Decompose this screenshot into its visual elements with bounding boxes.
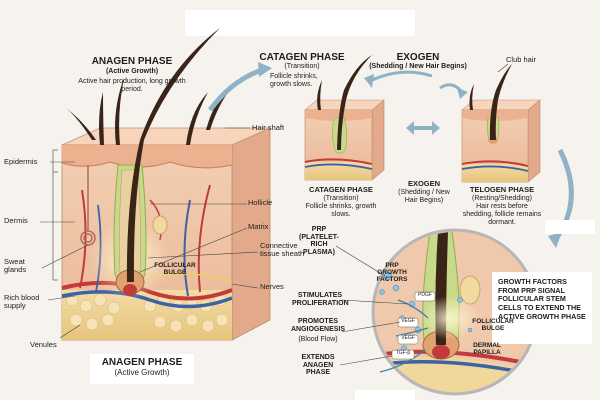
telogen-subtitle: (Resting/Shedding) — [472, 195, 532, 202]
label-epidermis: Epidermis — [4, 157, 38, 166]
label-rich-blood-supply: Rich blood supply — [4, 293, 40, 311]
label-stimulates-proliferation: STIMULATES PROLIFERATION — [292, 292, 349, 307]
telogen-title: TELOGEN PHASE — [469, 185, 535, 194]
label-blood-flow: (Blood Flow) — [298, 336, 338, 343]
label-matrix: Matrix — [248, 222, 269, 231]
arrow-exogen — [367, 70, 433, 84]
label-dermis: Dermis — [4, 216, 28, 225]
layer-bracket — [52, 149, 58, 281]
catagen-skin-block — [304, 55, 385, 181]
exogen-mid-description: (Shedding / New Hair Begins) — [398, 189, 450, 205]
anagen-title: ANAGEN PHASE — [91, 56, 173, 67]
label-promotes-angiogenesis: PROMOTES ANGIOGENESIS — [290, 318, 346, 333]
telogen-skin-block — [461, 64, 541, 183]
label-follicular-bulge: FOLLICULAR BULGE — [154, 262, 196, 277]
catagen-bottom-subtitle: (Transition) — [323, 195, 359, 202]
left-leader-lines — [40, 127, 259, 339]
anagen-subtitle: (Active Growth) — [105, 68, 159, 75]
anagen-bottom-subtitle: (Active Growth) — [114, 368, 170, 377]
anagen-bottom-box: ANAGEN PHASE (Active Growth) — [90, 354, 194, 384]
catagen-bottom-description: Follicle shrinks, growth slows. — [305, 203, 377, 219]
label-prp-growth-factors: PRP GROWTH FACTORS — [376, 262, 408, 284]
catagen-subtitle: (Transition) — [284, 63, 320, 70]
summary-box-bg — [492, 272, 592, 344]
title-placeholder — [185, 10, 415, 36]
arrow-anagen-catagen — [207, 67, 263, 112]
exogen-subtitle: (Shedding / New Hair Begins) — [369, 63, 467, 70]
exogen-mid-title: EXOGEN — [407, 179, 441, 188]
placeholder-box — [545, 220, 595, 234]
catagen-bottom-title: CATAGEN PHASE — [309, 185, 373, 194]
exogen-title: EXOGEN — [396, 52, 440, 63]
anagen-skin-block — [61, 28, 271, 341]
tag-tgf-beta: TGF-β — [395, 350, 411, 356]
catagen-title: CATAGEN PHASE — [259, 52, 345, 63]
label-extends-anagen: EXTENDS ANAGEN PHASE — [301, 354, 335, 377]
tag-pdgf: PDGF — [418, 292, 432, 298]
label-club-hair: Club hair — [506, 55, 537, 64]
label-dermal-papilla: DERMAL PAPILLA — [473, 342, 501, 357]
label-nerves: Nerves — [260, 282, 284, 291]
anagen-bottom-title: ANAGEN PHASE — [101, 357, 183, 368]
label-hollicle: Hollicle — [248, 198, 273, 207]
label-hair-shaft: Hair shaft — [252, 123, 285, 132]
tag-vegf-1: VEGF — [401, 318, 415, 324]
label-venules: Venules — [30, 340, 57, 349]
catagen-description: Follicle shrinks, growth slows. — [270, 73, 318, 89]
double-arrow — [406, 121, 440, 135]
label-connective-tissue-sheath: Connective tissue sheath — [260, 241, 305, 259]
summary-text: GROWTH FACTORS FROM PRP SIGNAL FOLLICULA… — [498, 277, 586, 321]
label-inner-follicular-bulge: FOLLICULAR BULGE — [472, 318, 514, 333]
anagen-description: Active hair production, long growth peri… — [78, 78, 186, 94]
label-prp: PRP (PLATELET-RICH PLASMA) — [299, 226, 339, 257]
tag-vegf-2: VEGF — [401, 335, 415, 341]
telogen-description: Hair rests before shedding, follicle rem… — [462, 203, 542, 227]
label-sweat-glands: Sweat glands — [4, 257, 27, 275]
